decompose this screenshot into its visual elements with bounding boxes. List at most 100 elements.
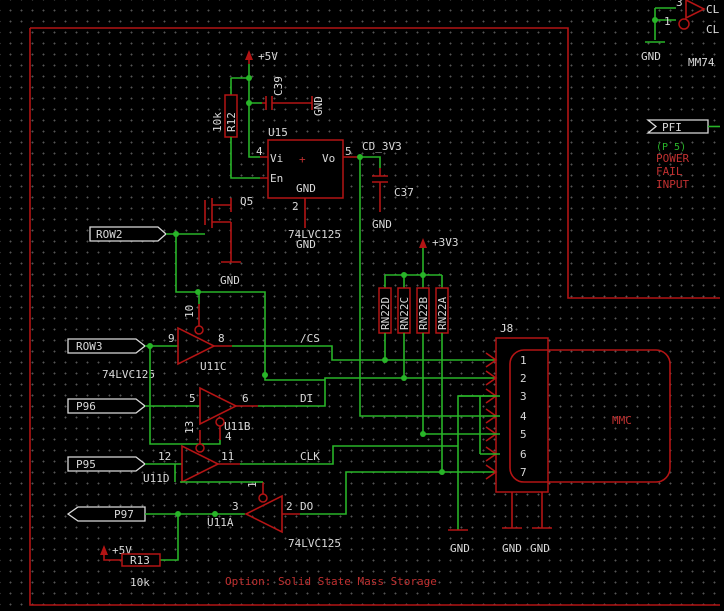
svg-text:1: 1 <box>664 15 671 28</box>
svg-text:MMC: MMC <box>612 414 632 427</box>
svg-text:3: 3 <box>676 0 683 9</box>
svg-text:ROW2: ROW2 <box>96 228 123 241</box>
svg-text:CL: CL <box>706 23 720 36</box>
resistor-network-rn22: RN22D RN22C RN22B RN22A <box>378 287 449 475</box>
svg-text:U15: U15 <box>268 126 288 139</box>
svg-text:74LVC125: 74LVC125 <box>288 228 341 241</box>
svg-text:4: 4 <box>225 430 232 443</box>
svg-text:2: 2 <box>520 372 527 385</box>
svg-text:Vo: Vo <box>322 152 335 165</box>
svg-text:En: En <box>270 172 283 185</box>
buffer-u11a: 3 2 1 U11A 74LVC125 DO <box>180 471 500 550</box>
svg-text:ROW3: ROW3 <box>76 340 103 353</box>
svg-text:GND: GND <box>450 542 470 555</box>
svg-text:10k: 10k <box>130 576 150 589</box>
resistor-r13: +5V R13 10k <box>100 544 161 589</box>
svg-text:1: 1 <box>520 354 527 367</box>
row3-port: ROW3 <box>67 338 178 354</box>
svg-text:R12: R12 <box>225 112 238 132</box>
capacitor-c37: C37 GND <box>372 168 414 231</box>
svg-text:Q5: Q5 <box>240 195 253 208</box>
transistor-q5: Q5 GND <box>204 195 253 287</box>
net-cd3v3: CD_3V3 <box>357 140 440 417</box>
svg-text:RN22C: RN22C <box>398 297 411 330</box>
svg-text:7: 7 <box>520 466 527 479</box>
svg-text:U11A: U11A <box>207 516 234 529</box>
svg-text:U11C: U11C <box>200 360 227 373</box>
svg-text:DI: DI <box>300 392 313 405</box>
svg-text:GND: GND <box>296 182 316 195</box>
svg-text:CL: CL <box>706 3 720 16</box>
svg-text:2: 2 <box>292 200 299 213</box>
option-label: Option: Solid State Mass Storage <box>225 575 437 588</box>
supply-3v3: +3V3 <box>384 236 459 288</box>
svg-text:8: 8 <box>218 332 225 345</box>
option-frame <box>29 27 720 606</box>
svg-text:3: 3 <box>232 500 239 513</box>
svg-text:10k: 10k <box>211 112 224 132</box>
svg-text:5: 5 <box>189 392 196 405</box>
svg-text:3: 3 <box>520 390 527 403</box>
svg-text:(P 5): (P 5) <box>656 142 686 153</box>
row2-port: ROW2 <box>89 226 266 375</box>
svg-text:5: 5 <box>520 428 527 441</box>
svg-text:MM74: MM74 <box>688 56 715 69</box>
svg-text:R13: R13 <box>130 554 150 567</box>
svg-text:P95: P95 <box>76 458 96 471</box>
svg-text:RN22A: RN22A <box>436 297 449 330</box>
svg-text:P96: P96 <box>76 400 96 413</box>
svg-text:GND: GND <box>372 218 392 231</box>
svg-text:9: 9 <box>168 332 175 345</box>
p95-port: P95 <box>67 456 182 472</box>
svg-text:GND: GND <box>641 50 661 63</box>
svg-text:PFI: PFI <box>662 121 682 134</box>
svg-text:6: 6 <box>242 392 249 405</box>
svg-text:Vi: Vi <box>270 152 283 165</box>
svg-text:DO: DO <box>300 500 313 513</box>
svg-text:+: + <box>299 153 306 166</box>
svg-text:CLK: CLK <box>300 450 320 463</box>
svg-text:+3V3: +3V3 <box>432 236 459 249</box>
svg-text:6: 6 <box>520 448 527 461</box>
svg-text:11: 11 <box>221 450 234 463</box>
svg-text:+5V: +5V <box>258 50 278 63</box>
svg-text:13: 13 <box>183 421 196 434</box>
pfi-port: PFI (P 5) POWER FAIL INPUT <box>646 119 720 191</box>
p97-port: P97 <box>66 506 245 561</box>
svg-text:U11B: U11B <box>224 420 251 433</box>
resistor-r12: 10k R12 <box>211 94 260 179</box>
svg-text:74LVC125: 74LVC125 <box>288 537 341 550</box>
svg-text:GND: GND <box>220 274 240 287</box>
buffer-u11d: 12 11 13 U11D CLK <box>143 395 500 530</box>
svg-text:/CS: /CS <box>300 332 320 345</box>
svg-text:GND: GND <box>312 96 325 116</box>
regulator-u15: U15 Vi Vo En GND 4 5 2 + 74LVC125 GND <box>256 126 360 251</box>
svg-text:4: 4 <box>520 410 527 423</box>
svg-text:POWER: POWER <box>656 152 689 165</box>
svg-text:FAIL: FAIL <box>656 165 683 178</box>
top-right-part: 3 1 CL CL GND MM74 <box>641 0 720 69</box>
svg-text:P97: P97 <box>114 508 134 521</box>
svg-text:J8: J8 <box>500 322 513 335</box>
svg-text:10: 10 <box>183 305 196 318</box>
svg-text:C37: C37 <box>394 186 414 199</box>
buffer-u11b: 5 6 4 U11B DI <box>149 346 500 445</box>
svg-text:12: 12 <box>158 450 171 463</box>
svg-text:U11D: U11D <box>143 472 170 485</box>
svg-text:GND: GND <box>530 542 550 555</box>
svg-text:GND: GND <box>502 542 522 555</box>
svg-text:INPUT: INPUT <box>656 178 689 191</box>
p96-port: P96 <box>67 398 200 414</box>
svg-text:RN22B: RN22B <box>417 297 430 330</box>
svg-text:RN22D: RN22D <box>379 297 392 330</box>
capacitor-c39: C39 GND <box>262 76 325 116</box>
buffer-u11c: 9 8 10 U11C 74LVC125 /CS <box>102 292 500 381</box>
supply-5v: +5V <box>230 50 278 158</box>
connector-j8: J8 MMC 1 2 3 4 5 6 7 GND GND GND <box>423 322 671 555</box>
svg-text:2: 2 <box>286 500 293 513</box>
svg-text:74LVC125: 74LVC125 <box>102 368 155 381</box>
svg-text:CD_3V3: CD_3V3 <box>362 140 402 153</box>
svg-text:GND: GND <box>296 238 316 251</box>
svg-text:C39: C39 <box>272 76 285 96</box>
